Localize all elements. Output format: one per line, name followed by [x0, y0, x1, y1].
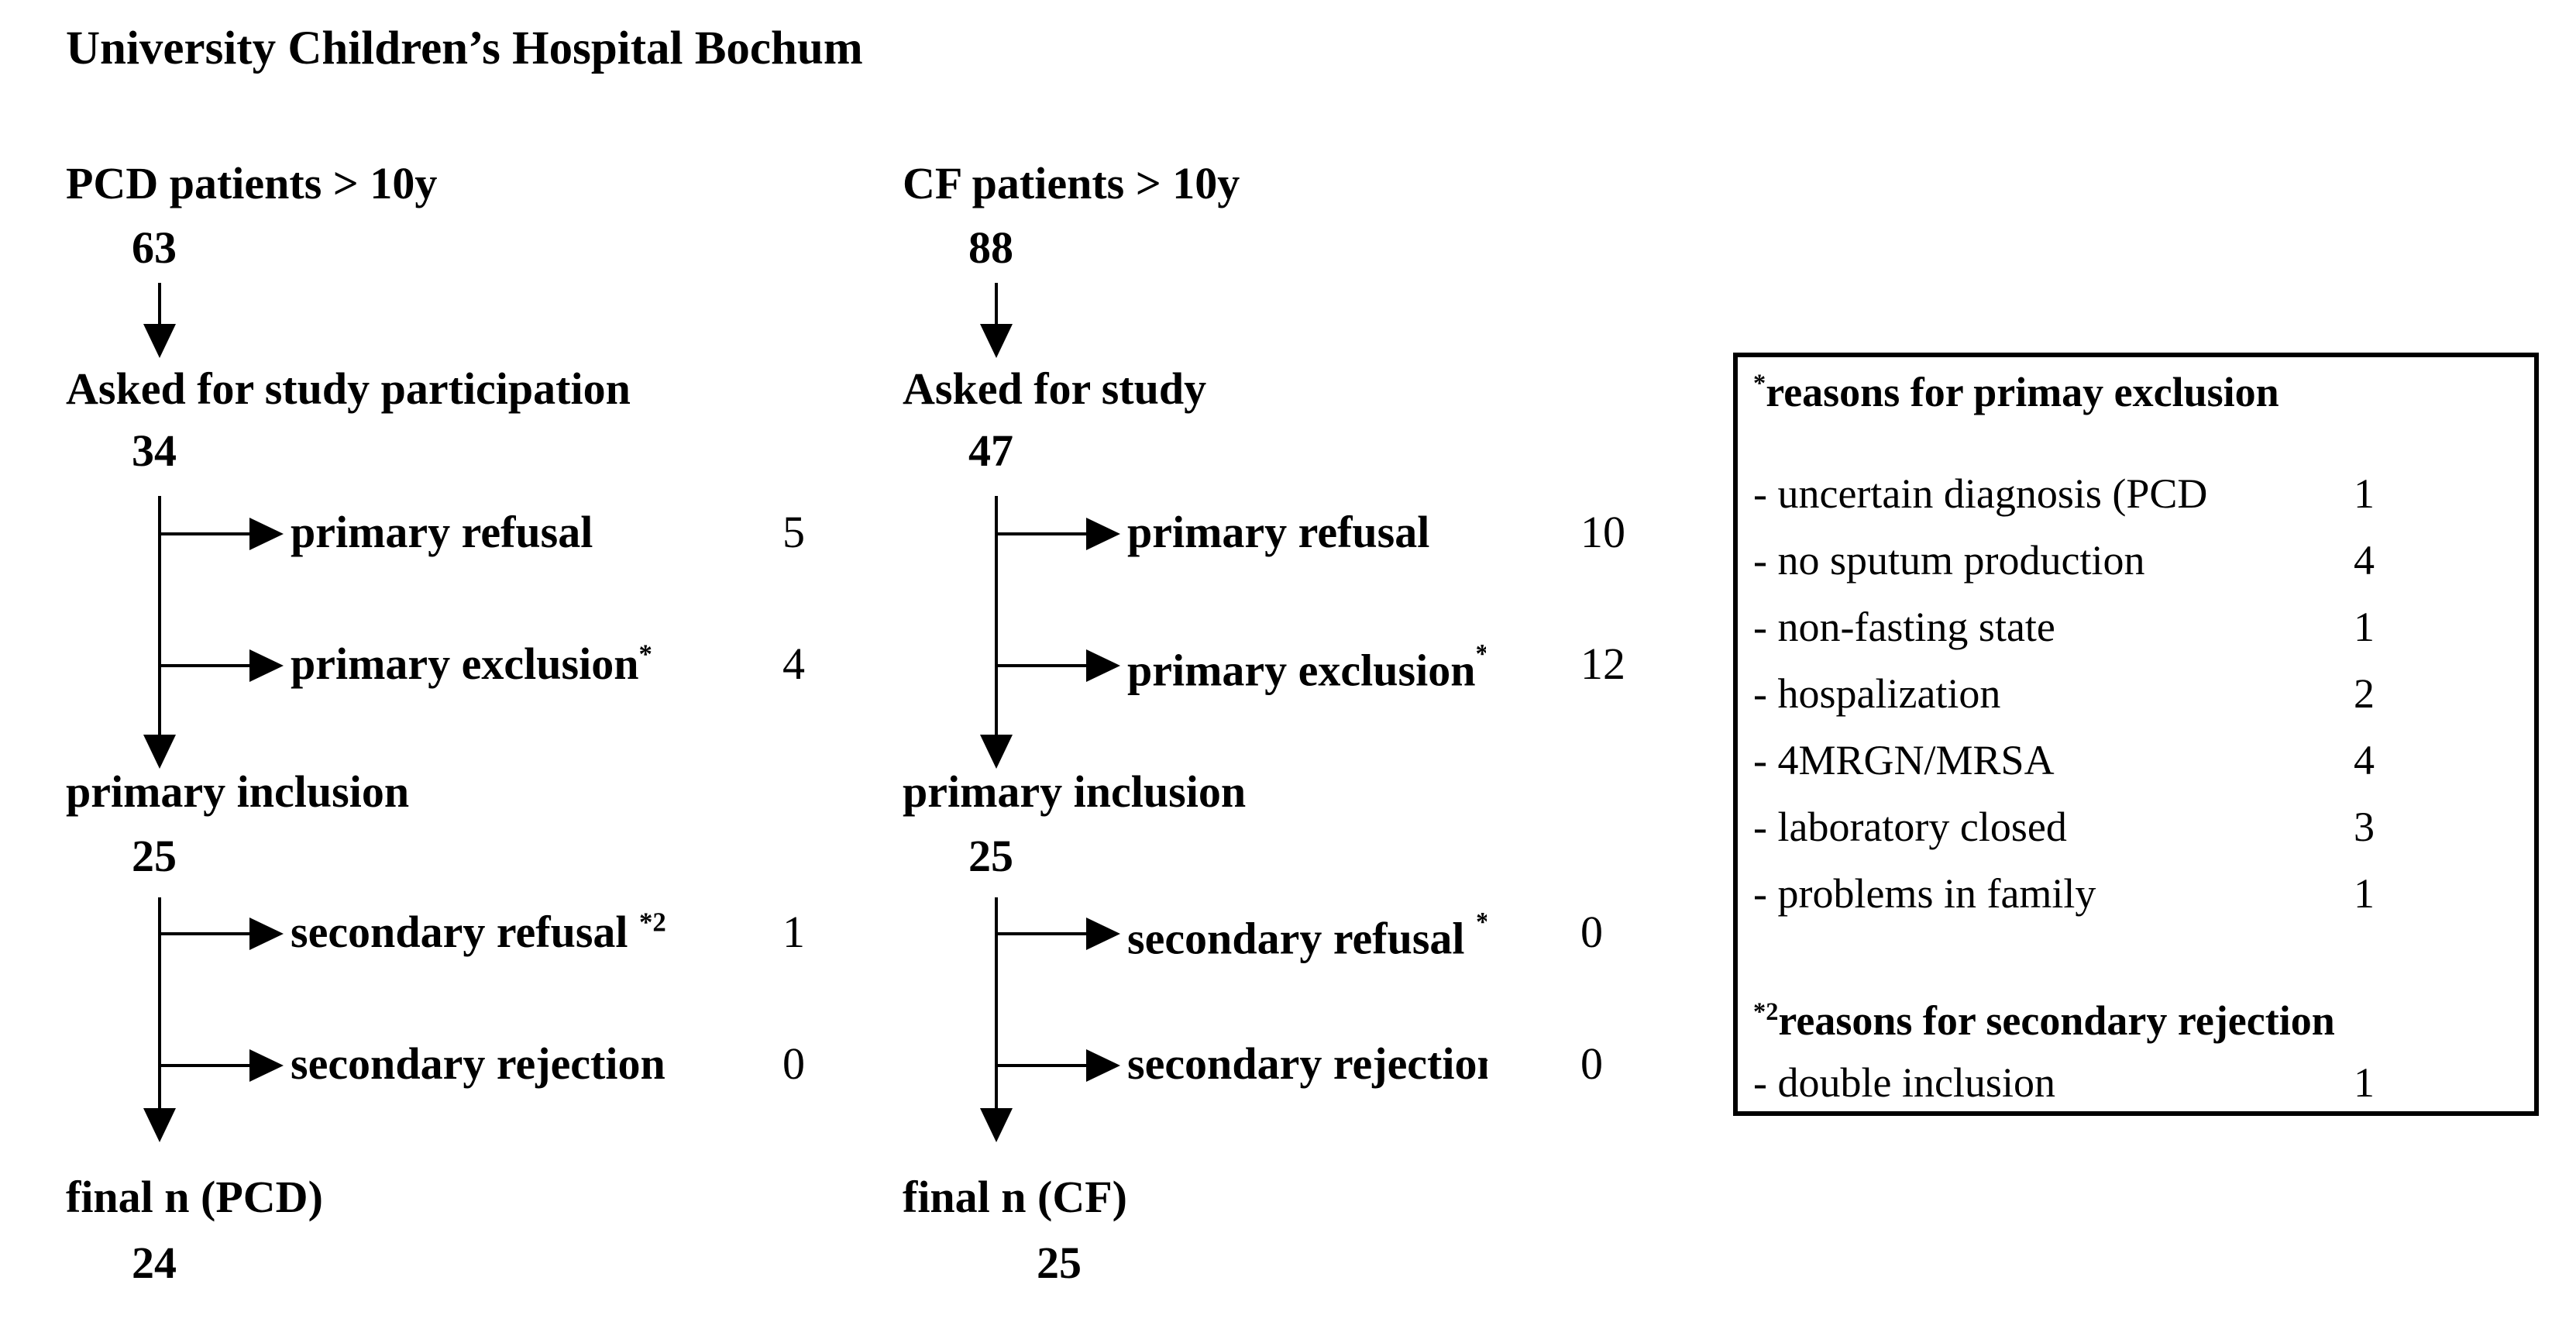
footnote-item-value: 1 [2354, 1059, 2375, 1106]
cf-branch-line-secondary-refusal [996, 932, 1086, 935]
cf-branch-line-secondary-rejection [996, 1064, 1086, 1067]
footnote-box: *reasons for primay exclusion - uncertai… [1733, 353, 2539, 1116]
footnote-secondary-header-text: reasons for secondary rejection [1778, 997, 2335, 1044]
pcd-asked-count: 34 [132, 425, 177, 476]
pcd-primary-refusal-label: primary refusal [291, 507, 593, 557]
cf-branch-line-primary-exclusion [996, 664, 1086, 667]
pcd-arrow-right-icon-4 [249, 1049, 284, 1082]
pcd-inclusion-count: 25 [132, 831, 177, 881]
pcd-connector-line-1 [158, 283, 161, 325]
cf-asked-count: 47 [968, 425, 1013, 476]
cf-secondary-refusal-value: 0 [1580, 907, 1603, 957]
footnote-item-label: - 4MRGN/MRSA [1753, 737, 2055, 783]
cf-initial-count: 88 [968, 222, 1013, 273]
cf-arrow-right-icon-1 [1086, 518, 1120, 550]
cf-secondary-rejection-value: 0 [1580, 1038, 1603, 1089]
footnote-item-value: 1 [2354, 870, 2375, 917]
footnote-item-value: 1 [2354, 604, 2375, 650]
pcd-primary-exclusion-footnote-mark: * [638, 639, 652, 670]
pcd-branch-line-primary-exclusion [160, 664, 249, 667]
pcd-arrow-down-icon-3 [143, 1108, 176, 1142]
cf-inclusion-label: primary inclusion [903, 766, 1247, 817]
pcd-arrow-right-icon-1 [249, 518, 284, 550]
pcd-secondary-refusal-label: secondary refusal *2 [291, 907, 666, 958]
footnote-item-label: - double inclusion [1753, 1059, 2055, 1106]
pcd-secondary-refusal-text: secondary refusal [291, 907, 640, 957]
pcd-primary-exclusion-label: primary exclusion* [291, 639, 652, 690]
pcd-secondary-rejection-label: secondary rejection [291, 1038, 665, 1089]
pcd-inclusion-label: primary inclusion [66, 766, 410, 817]
pcd-branch-line-secondary-rejection [160, 1064, 249, 1067]
footnote-item-value: 2 [2354, 670, 2375, 717]
cf-final-count: 25 [1037, 1238, 1082, 1288]
footnote-item-label: - non-fasting state [1753, 604, 2055, 650]
footnote-item-label: - problems in family [1753, 870, 2096, 917]
footnote-item-value: 4 [2354, 737, 2375, 783]
cf-arrow-down-icon-1 [980, 324, 1013, 358]
pcd-final-count: 24 [132, 1238, 177, 1288]
diagram-title: University Children’s Hospital Bochum [66, 22, 863, 74]
pcd-primary-refusal-value: 5 [782, 507, 805, 557]
cf-primary-refusal-value: 10 [1580, 507, 1625, 557]
footnote-item-label: - no sputum production [1753, 537, 2145, 584]
footnote-item-label: - hospalization [1753, 670, 2001, 717]
cf-primary-exclusion-footnote-mark: * [1475, 639, 1486, 670]
cf-arrow-right-icon-2 [1086, 649, 1120, 682]
cf-arrow-down-icon-3 [980, 1108, 1013, 1142]
footnote-item-value: 3 [2354, 804, 2375, 850]
footnote-item-label: - uncertain diagnosis (PCD [1753, 470, 2208, 517]
cf-secondary-refusal-text: secondary refusal [1127, 913, 1477, 964]
pcd-initial-count: 63 [132, 222, 177, 273]
pcd-secondary-refusal-footnote-mark: *2 [639, 907, 666, 938]
cf-connector-line-3 [995, 897, 998, 1110]
footnote-primary-header-mark: * [1753, 370, 1766, 398]
pcd-arrow-right-icon-3 [249, 918, 284, 950]
pcd-arrow-right-icon-2 [249, 649, 284, 682]
cf-primary-refusal-label: primary refusal [1127, 507, 1430, 557]
cf-connector-line-1 [995, 283, 998, 325]
cf-header-label: CF patients > 10y [903, 158, 1240, 208]
cf-secondary-refusal-label: secondary refusal *2 [1127, 907, 1487, 964]
pcd-final-label: final n (PCD) [66, 1172, 323, 1222]
cf-primary-exclusion-value: 12 [1580, 639, 1625, 689]
cf-asked-label: Asked for study [903, 363, 1207, 414]
cf-connector-line-2 [995, 496, 998, 736]
pcd-header-label: PCD patients > 10y [66, 158, 438, 208]
pcd-arrow-down-icon-2 [143, 735, 176, 769]
pcd-connector-line-3 [158, 897, 161, 1110]
footnote-item-label: - laboratory closed [1753, 804, 2067, 850]
pcd-asked-label: Asked for study participation [66, 363, 631, 414]
cf-arrow-right-icon-3 [1086, 918, 1120, 950]
pcd-primary-exclusion-value: 4 [782, 639, 805, 689]
pcd-branch-line-secondary-refusal [160, 932, 249, 935]
footnote-item-value: 1 [2354, 470, 2375, 517]
footnote-secondary-header-mark: *2 [1753, 998, 1779, 1026]
cf-arrow-right-icon-4 [1086, 1049, 1120, 1082]
pcd-connector-line-2 [158, 496, 161, 736]
cf-secondary-refusal-footnote-mark: *2 [1476, 907, 1487, 938]
cf-primary-exclusion-label: primary exclusion* [1127, 639, 1486, 696]
pcd-secondary-rejection-value: 0 [782, 1038, 805, 1089]
pcd-secondary-refusal-value: 1 [782, 907, 805, 957]
cf-secondary-rejection-label: secondary rejection [1127, 1039, 1487, 1089]
footnote-secondary-header: *2reasons for secondary rejection [1753, 997, 2335, 1045]
cf-inclusion-count: 25 [968, 831, 1013, 881]
cf-arrow-down-icon-2 [980, 735, 1013, 769]
footnote-primary-header: *reasons for primay exclusion [1753, 368, 2279, 416]
cf-final-label: final n (CF) [903, 1172, 1127, 1222]
pcd-arrow-down-icon-1 [143, 324, 176, 358]
cf-branch-line-primary-refusal [996, 532, 1086, 535]
cf-primary-exclusion-text: primary exclusion [1127, 645, 1476, 696]
pcd-branch-line-primary-refusal [160, 532, 249, 535]
pcd-primary-exclusion-text: primary exclusion [291, 639, 639, 689]
footnote-item-value: 4 [2354, 537, 2375, 584]
footnote-primary-header-text: reasons for primay exclusion [1766, 369, 2279, 415]
